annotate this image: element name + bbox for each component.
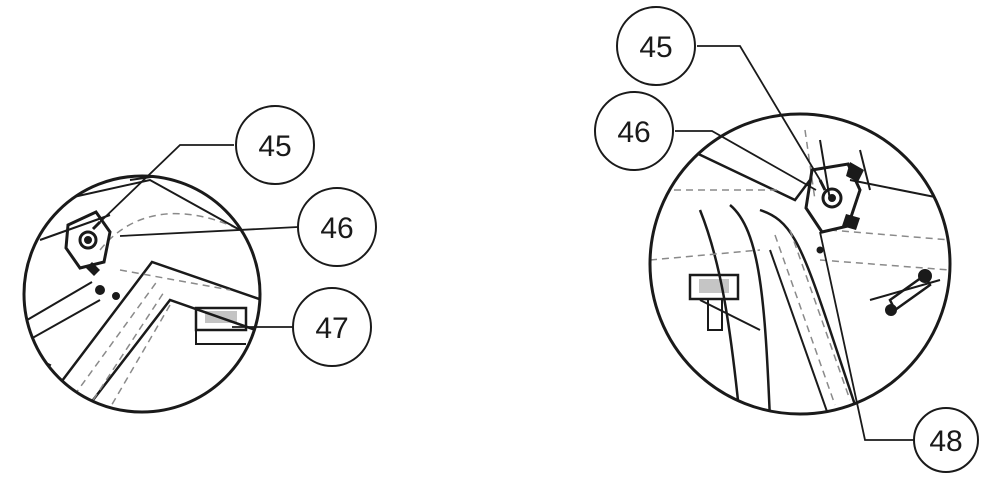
callout-left-47: 47 [292,287,372,367]
callout-right-45: 45 [616,6,696,86]
clip-part-right [688,273,740,331]
right-detail-outline [648,112,952,416]
left-detail-view: 45 46 47 [22,105,377,414]
right-detail-drawing [650,129,950,414]
callout-right-48: 48 [913,407,979,473]
right-detail-view: 45 46 48 [594,6,979,473]
left-detail-drawing [24,176,260,412]
latch-mechanism [804,162,864,234]
svg-text:45: 45 [258,130,291,163]
callout-left-46: 46 [297,187,377,267]
svg-text:46: 46 [617,116,650,149]
right-leader-lines [675,45,914,441]
svg-text:48: 48 [929,425,962,458]
svg-text:47: 47 [315,312,348,345]
callout-left-45: 45 [235,105,315,185]
svg-text:46: 46 [320,212,353,245]
clip-part-47 [194,306,248,345]
left-leader-lines [91,144,299,328]
left-detail-outline [22,174,262,414]
svg-text:45: 45 [639,31,672,64]
callout-right-46: 46 [594,91,674,171]
